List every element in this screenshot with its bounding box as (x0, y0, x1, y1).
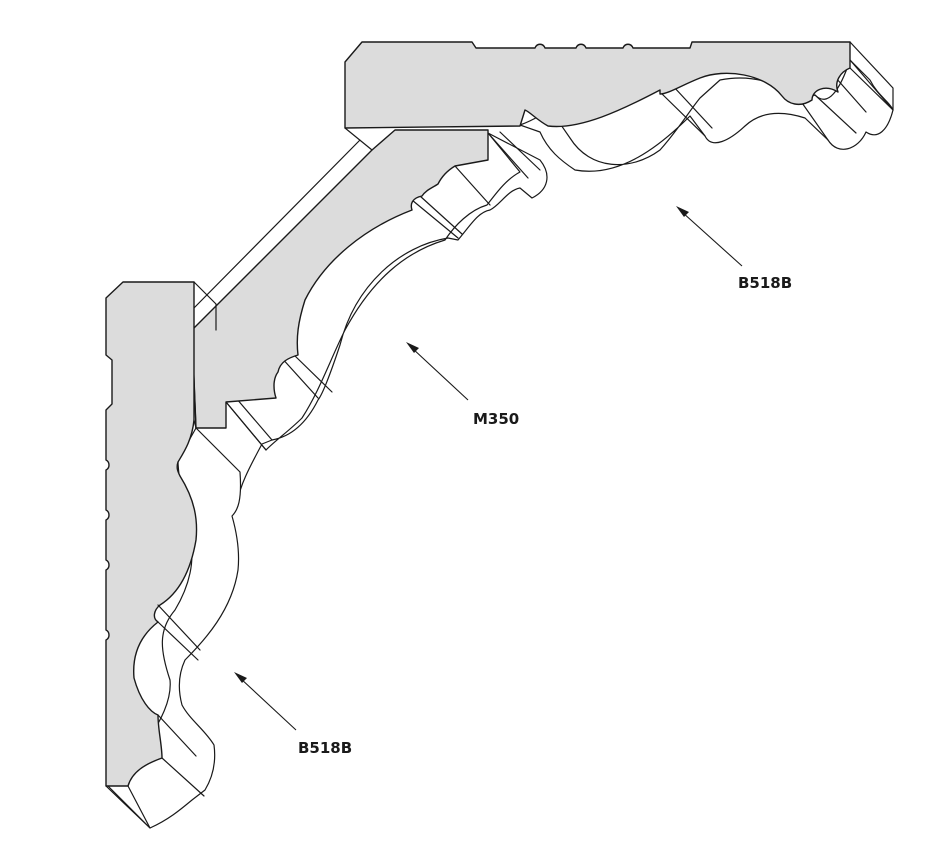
callout-top-board-label: B518B (738, 274, 792, 292)
center-moulding-step-edges (195, 131, 541, 475)
callout-center-moulding-leader (411, 347, 469, 401)
callout-left-board: B518B (234, 672, 352, 757)
callout-left-board-leader (239, 677, 297, 731)
top-board-profile (344, 41, 851, 129)
left-board-moulding-face (107, 427, 242, 829)
left-board-step-edges (105, 281, 217, 829)
callout-left-board-label: B518B (298, 739, 352, 757)
top-board-top-extrusion (849, 41, 894, 111)
center-moulding-face (195, 132, 548, 501)
callout-top-board-leader (681, 211, 743, 267)
callout-center-moulding: M350 (406, 342, 519, 428)
center-moulding-profile (191, 129, 489, 429)
callout-top-board: B518B (676, 206, 792, 292)
callout-center-moulding-arrow-icon (406, 342, 419, 353)
callout-top-board-arrow-icon (676, 206, 689, 217)
callout-left-board-arrow-icon (234, 672, 247, 683)
top-board-step-edges (659, 59, 894, 141)
left-board-profile (105, 281, 198, 787)
callout-center-moulding-label: M350 (473, 410, 519, 428)
